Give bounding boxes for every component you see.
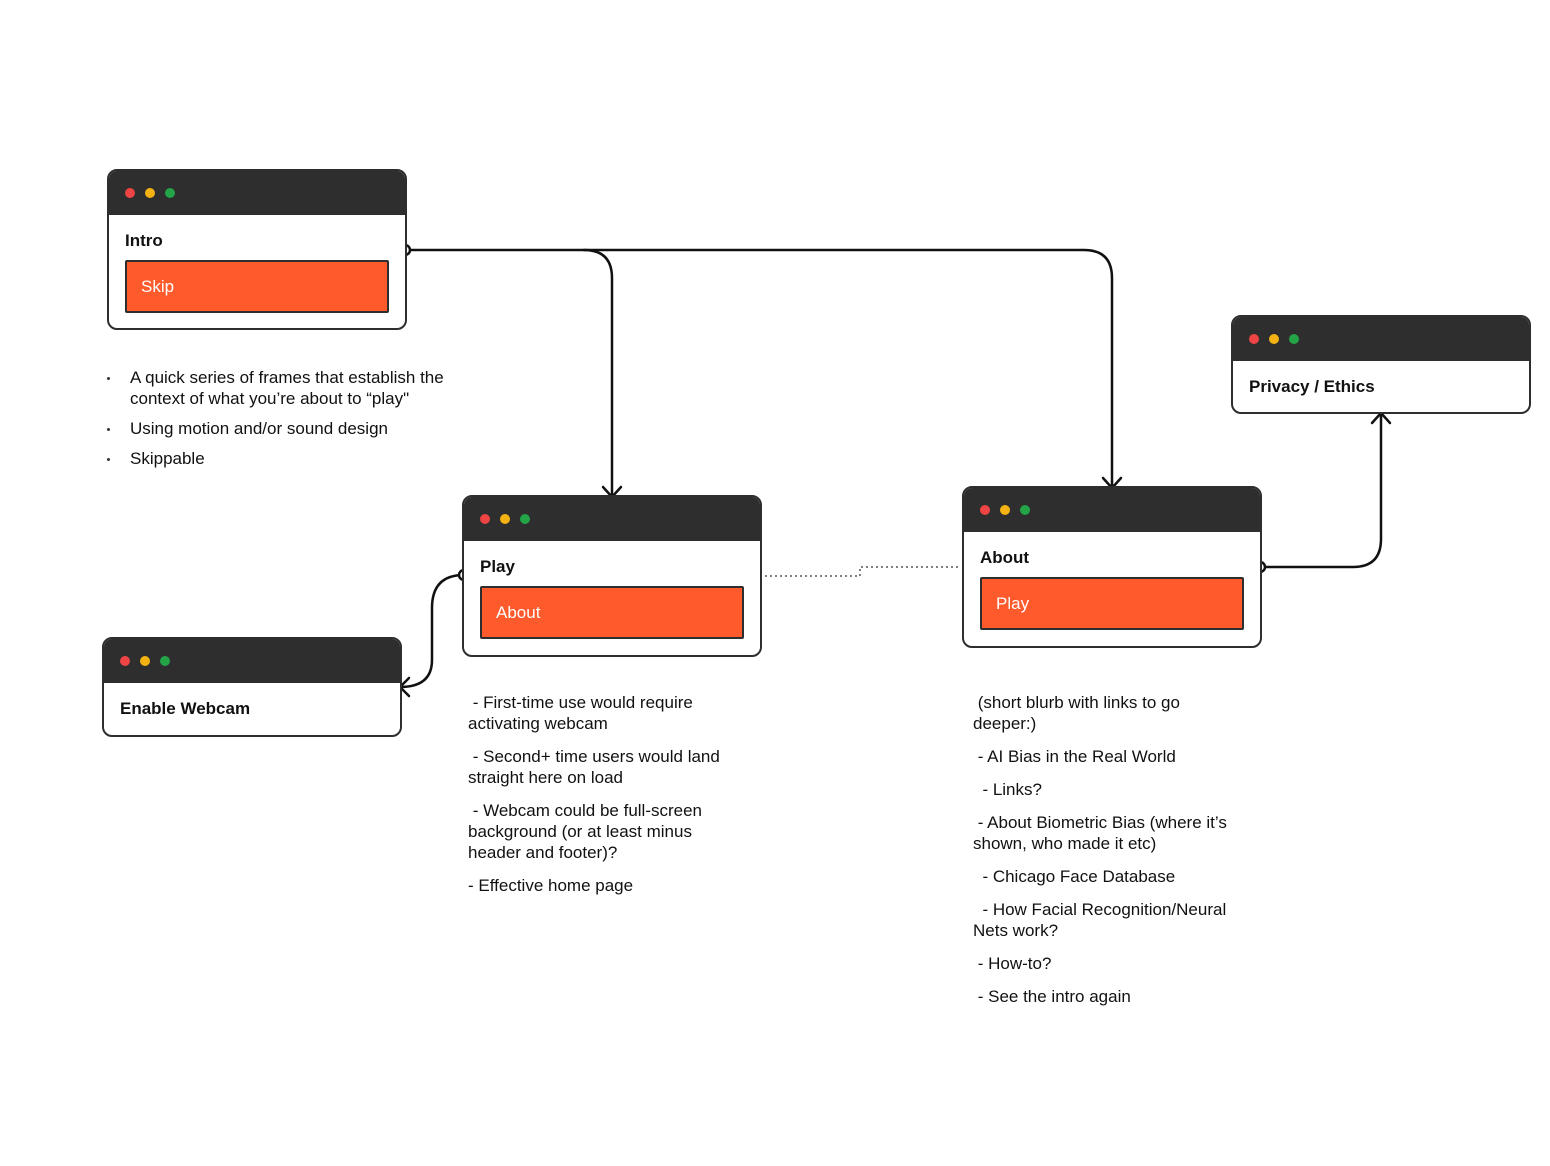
window-play: Play About (462, 495, 762, 657)
close-dot-icon (125, 188, 135, 198)
window-titlebar (1233, 317, 1529, 361)
about-note-item: - AI Bias in the Real World (973, 747, 1176, 766)
skip-button[interactable]: Skip (125, 260, 389, 313)
maximize-dot-icon (520, 514, 530, 524)
maximize-dot-icon (160, 656, 170, 666)
window-titlebar (464, 497, 760, 541)
about-note-item: - Chicago Face Database (973, 867, 1176, 886)
intro-notes: A quick series of frames that establish … (104, 367, 484, 478)
about-note-item: - See the intro again (973, 987, 1131, 1006)
minimize-dot-icon (145, 188, 155, 198)
play-note-item: - First-time use would require activatin… (468, 693, 693, 733)
window-about: About Play (962, 486, 1262, 648)
window-titlebar (964, 488, 1260, 532)
maximize-dot-icon (165, 188, 175, 198)
window-titlebar (109, 171, 405, 215)
maximize-dot-icon (1289, 334, 1299, 344)
connector-intro-to-about (582, 248, 1114, 489)
window-title: Play (480, 557, 515, 576)
window-titlebar (104, 639, 400, 683)
close-dot-icon (480, 514, 490, 524)
about-note-item: - How-to? (973, 954, 1052, 973)
close-dot-icon (980, 505, 990, 515)
play-notes: - First-time use would require activatin… (468, 692, 768, 908)
connector-about-to-privacy (1258, 412, 1383, 569)
minimize-dot-icon (500, 514, 510, 524)
window-enable-webcam: Enable Webcam (102, 637, 402, 737)
intro-note-item: Skippable (104, 448, 484, 469)
close-dot-icon (1249, 334, 1259, 344)
maximize-dot-icon (1020, 505, 1030, 515)
about-notes: (short blurb with links to go deeper:) -… (973, 692, 1273, 1019)
about-note-item: (short blurb with links to go deeper:) (973, 693, 1180, 733)
window-privacy-ethics: Privacy / Ethics (1231, 315, 1531, 414)
play-note-item: - Webcam could be full-screen background… (468, 801, 703, 862)
minimize-dot-icon (140, 656, 150, 666)
about-note-item: - Links? (973, 780, 1042, 799)
close-dot-icon (120, 656, 130, 666)
minimize-dot-icon (1000, 505, 1010, 515)
about-note-item: - How Facial Recognition/Neural Nets wor… (973, 900, 1227, 940)
about-note-item: - About Biometric Bias (where it’s shown… (973, 813, 1227, 853)
play-note-item: - Effective home page (468, 876, 634, 895)
about-button[interactable]: About (480, 586, 744, 639)
window-intro: Intro Skip (107, 169, 407, 330)
minimize-dot-icon (1269, 334, 1279, 344)
dotted-connector-play-about (765, 566, 958, 577)
play-note-item: - Second+ time users would land straight… (468, 747, 720, 787)
intro-note-item: Using motion and/or sound design (104, 418, 484, 439)
intro-note-item: A quick series of frames that establish … (104, 367, 484, 409)
window-title: About (980, 548, 1030, 567)
window-title: Privacy / Ethics (1249, 377, 1375, 396)
window-title: Enable Webcam (120, 699, 251, 718)
connector-play-to-webcam (398, 573, 466, 689)
window-title: Intro (125, 231, 163, 250)
play-button[interactable]: Play (980, 577, 1244, 630)
